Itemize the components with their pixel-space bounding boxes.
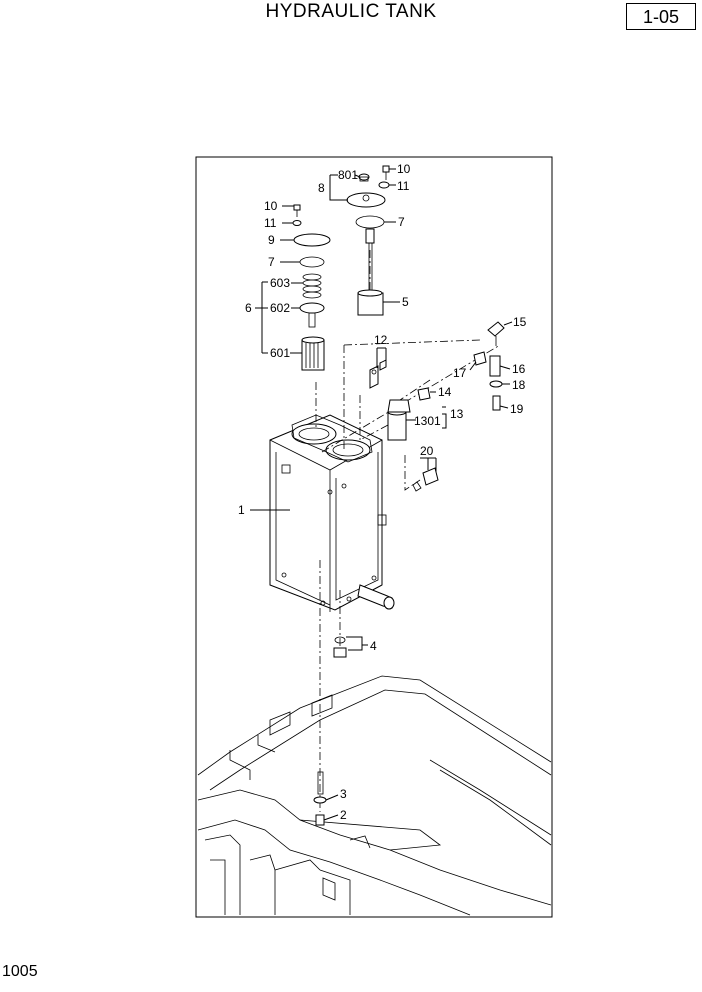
callout-601: 601 [270,346,290,360]
filter-cover-group [292,204,331,371]
callout-18: 18 [512,378,526,392]
drain-plug-4 [333,636,347,658]
page-number: 1005 [2,963,38,980]
callout-14: 14 [438,385,452,399]
callout-11-left: 11 [264,216,277,230]
callout-17: 17 [453,366,467,380]
page-title: HYDRAULIC TANK [265,1,437,22]
callout-15: 15 [513,315,527,329]
callout-16: 16 [512,362,526,376]
part-12-bracket [369,359,387,389]
diagram-frame [195,156,553,918]
callout-603: 603 [270,276,290,290]
callout-7-left: 7 [268,255,275,269]
callout-3: 3 [340,787,347,801]
leader-lines [250,168,513,821]
assembly-center-lines [315,250,501,812]
callout-10-left: 10 [264,199,278,213]
filter-13 [387,387,431,441]
cover-assembly-8 [346,165,390,316]
callout-801: 801 [338,168,358,182]
callout-1: 1 [238,503,245,517]
callout-7-top: 7 [398,215,405,229]
hydraulic-tank-body [269,414,395,612]
callout-11-top: 11 [397,179,410,193]
callout-labels: 801 8 10 11 7 10 11 9 7 603 6 602 601 5 … [238,162,527,822]
fitting-20 [412,467,439,492]
callout-12: 12 [374,333,388,347]
fittings-15-19 [473,321,505,411]
machine-frame [197,675,552,916]
callout-2: 2 [340,808,347,822]
callout-20: 20 [420,444,434,458]
callout-19: 19 [510,402,524,416]
page-code-box: 1-05 [626,3,696,30]
callout-13: 13 [450,407,464,421]
callout-6: 6 [245,301,252,315]
callout-10-top: 10 [397,162,411,176]
callout-8: 8 [318,181,325,195]
callout-1301: 1301 [414,414,441,428]
callout-4: 4 [370,639,377,653]
callout-5: 5 [402,295,409,309]
callout-602: 602 [270,301,290,315]
callout-9: 9 [268,233,275,247]
